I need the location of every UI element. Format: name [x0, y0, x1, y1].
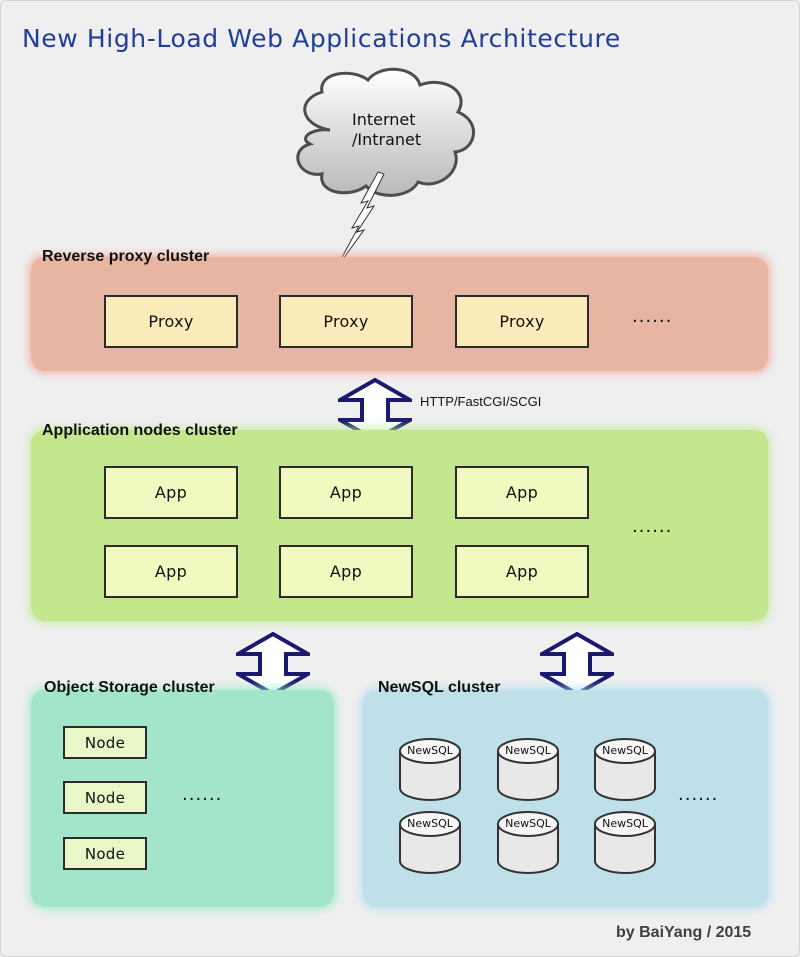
database-cylinder-icon: [497, 738, 559, 801]
newsql-database: NewSQL: [398, 737, 462, 803]
app-node: App: [279, 545, 413, 598]
app-node: App: [279, 466, 413, 519]
newsql-label: NewSQL: [407, 744, 453, 757]
diagram-title: New High-Load Web Applications Architect…: [22, 24, 621, 53]
storage-node: Node: [63, 781, 147, 814]
storage-more-ellipsis: ......: [182, 784, 223, 805]
proxy-node: Proxy: [279, 295, 413, 348]
database-cylinder-icon: [594, 738, 656, 801]
app-node: App: [455, 466, 589, 519]
object-storage-cluster-label: Object Storage cluster: [44, 679, 215, 696]
app-node: App: [104, 545, 238, 598]
internet-line2: /Intranet: [352, 130, 422, 149]
newsql-label: NewSQL: [602, 817, 648, 830]
reverse-proxy-cluster-label: Reverse proxy cluster: [42, 248, 210, 265]
app-node: App: [104, 466, 238, 519]
internet-label: Internet /Intranet: [352, 110, 432, 150]
newsql-label: NewSQL: [602, 744, 648, 757]
proxy-node: Proxy: [455, 295, 589, 348]
newsql-label: NewSQL: [407, 817, 453, 830]
app-node: App: [455, 545, 589, 598]
newsql-database: NewSQL: [593, 737, 657, 803]
proxy-more-ellipsis: ......: [632, 306, 673, 327]
database-cylinder-icon: [594, 811, 656, 874]
newsql-database: NewSQL: [496, 810, 560, 876]
application-nodes-cluster-label: Application nodes cluster: [42, 422, 238, 439]
newsql-label: NewSQL: [505, 817, 551, 830]
double-arrow-icon: [236, 632, 310, 696]
newsql-cluster-label: NewSQL cluster: [378, 679, 501, 696]
proxy-node: Proxy: [104, 295, 238, 348]
double-arrow-icon: [540, 632, 614, 696]
storage-node: Node: [63, 726, 147, 759]
protocol-label: HTTP/FastCGI/SCGI: [420, 394, 542, 409]
author-credit: by BaiYang / 2015: [616, 924, 752, 941]
newsql-label: NewSQL: [505, 744, 551, 757]
database-cylinder-icon: [399, 811, 461, 874]
app-more-ellipsis: ......: [632, 516, 673, 537]
newsql-database: NewSQL: [496, 737, 560, 803]
newsql-more-ellipsis: ......: [678, 784, 719, 805]
internet-cloud-icon: [296, 67, 476, 271]
lightning-icon: [334, 171, 385, 271]
newsql-database: NewSQL: [398, 810, 462, 876]
newsql-database: NewSQL: [593, 810, 657, 876]
database-cylinder-icon: [497, 811, 559, 874]
database-cylinder-icon: [399, 738, 461, 801]
internet-line1: Internet: [352, 110, 416, 129]
storage-node: Node: [63, 837, 147, 870]
